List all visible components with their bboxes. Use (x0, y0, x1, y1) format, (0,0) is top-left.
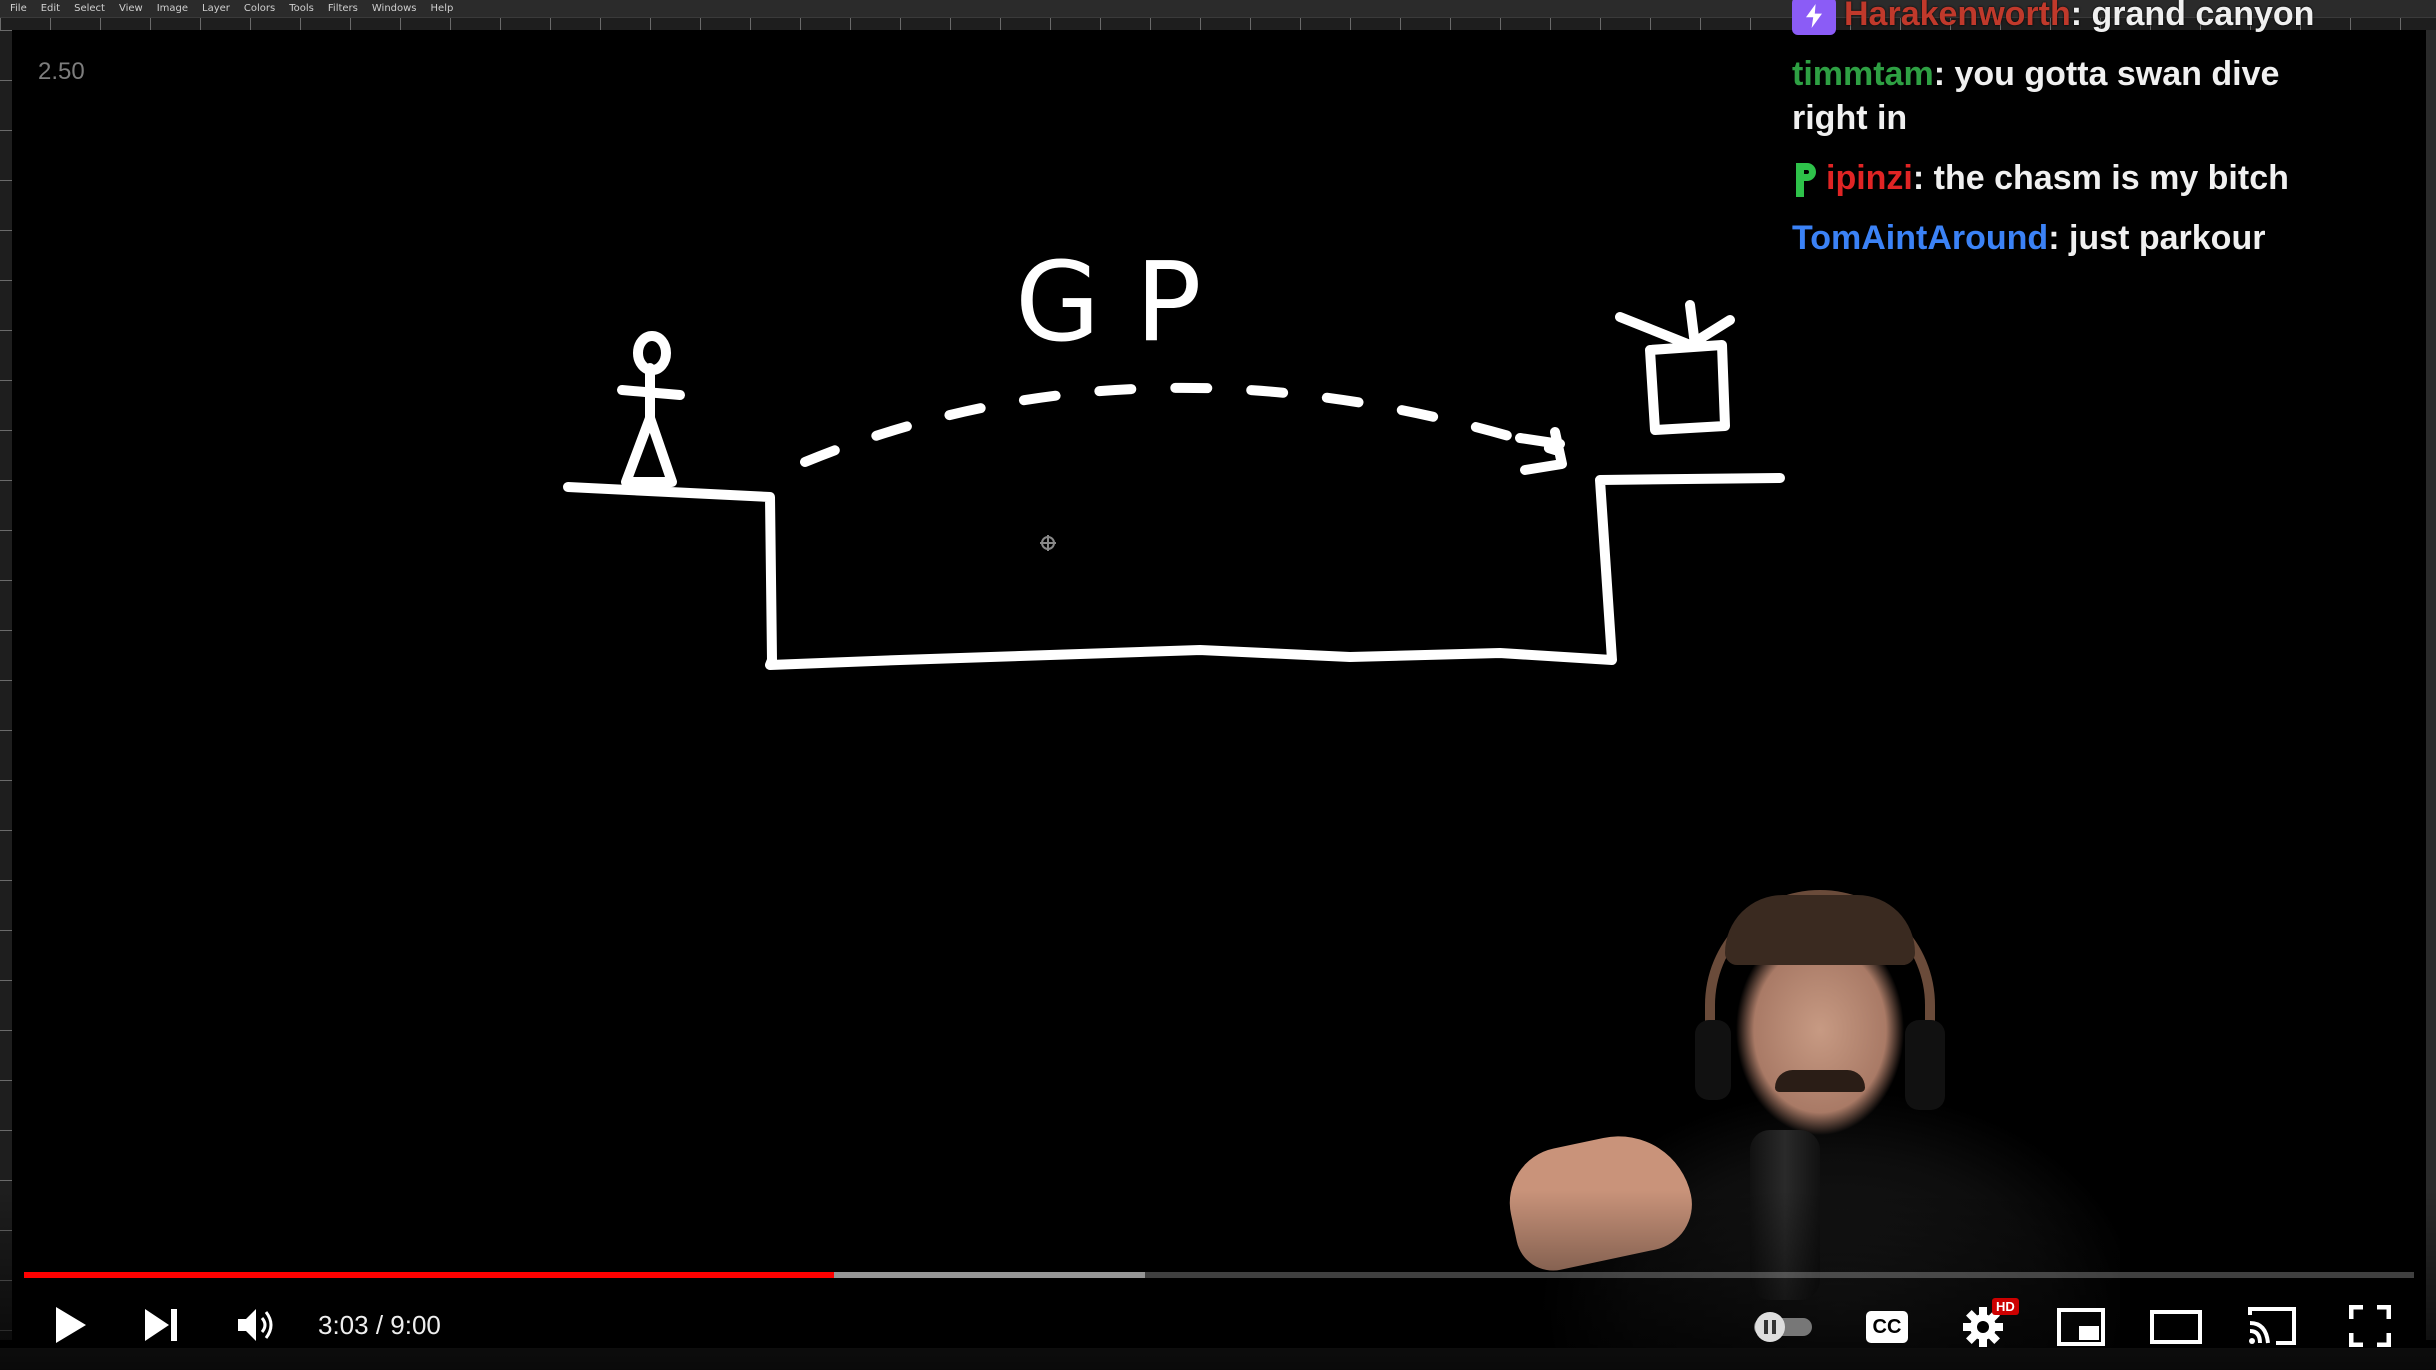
ruler-left (0, 30, 12, 1340)
app-menu-select[interactable]: Select (74, 3, 105, 14)
chasm-outline (563, 473, 1785, 670)
arc-arrowhead (1515, 427, 1567, 475)
cursor-icon (1040, 535, 1056, 551)
chat-username: timmtam (1792, 55, 1934, 93)
app-menu-help[interactable]: Help (430, 3, 454, 14)
canvas-zoom-label: 2.50 (38, 58, 85, 85)
play-button[interactable] (46, 1300, 94, 1350)
chat-username: Harakenworth (1844, 0, 2071, 33)
captions-label: CC (1872, 1315, 1902, 1338)
miniplayer-button[interactable] (2054, 1305, 2108, 1349)
chat-text: : grand canyon (2070, 0, 2315, 33)
chat-message: TomAintAround: just parkour (1792, 216, 2332, 260)
app-menu-image[interactable]: Image (156, 3, 189, 14)
jump-arc (800, 382, 1560, 467)
theater-mode-button[interactable] (2148, 1305, 2204, 1349)
app-menu-windows[interactable]: Windows (371, 3, 417, 14)
prime-icon (1792, 0, 1836, 36)
stream-chat-overlay: Harakenworth: grand canyon timmtam: you g… (1792, 0, 2332, 276)
fullscreen-button[interactable] (2344, 1303, 2396, 1349)
p-badge-icon (1792, 161, 1818, 199)
app-menu-edit[interactable]: Edit (40, 3, 61, 14)
chat-username: TomAintAround (1792, 219, 2049, 257)
hd-badge: HD (1992, 1298, 2019, 1315)
fullscreen-icon (2349, 1305, 2391, 1347)
app-menu-tools[interactable]: Tools (289, 3, 314, 14)
gear-icon (1963, 1307, 2003, 1347)
app-menu-filters[interactable]: Filters (327, 3, 358, 14)
progress-bar[interactable] (24, 1272, 2414, 1278)
chat-message: Harakenworth: grand canyon (1792, 0, 2332, 36)
mute-button[interactable] (230, 1300, 284, 1350)
next-button[interactable] (138, 1300, 186, 1350)
drawing-letters: G P (1015, 238, 1202, 366)
captions-icon (1866, 1311, 1908, 1343)
streamer-hair (1725, 895, 1915, 965)
cast-button[interactable] (2244, 1303, 2300, 1349)
theater-mode-icon (2150, 1310, 2202, 1344)
autoplay-toggle[interactable] (1750, 1310, 1816, 1344)
chat-text: : just parkour (2048, 219, 2266, 257)
app-menu-file[interactable]: File (10, 3, 27, 14)
app-menu-view[interactable]: View (118, 3, 143, 14)
chat-text: : you gotta swan dive right in (1792, 55, 2280, 137)
canvas-scrollbar (2426, 30, 2436, 1340)
autoplay-toggle-icon (1754, 1312, 1812, 1342)
gift-box (1615, 300, 1735, 435)
chat-username: ipinzi (1826, 159, 1913, 197)
cast-icon (2248, 1307, 2296, 1345)
stick-figure-body (617, 363, 685, 487)
volume-icon (238, 1309, 273, 1341)
headset-earcup-left (1695, 1020, 1731, 1100)
progress-played (24, 1272, 835, 1278)
miniplayer-icon (2057, 1308, 2105, 1346)
time-display: 3:03 / 9:00 (318, 1310, 441, 1340)
app-menu-layer[interactable]: Layer (202, 3, 230, 14)
app-menu-colors[interactable]: Colors (243, 3, 276, 14)
chat-message: ipinzi: the chasm is my bitch (1792, 156, 2332, 200)
settings-button[interactable] (1958, 1302, 2008, 1352)
streamer-mustache (1775, 1070, 1865, 1092)
chat-message: timmtam: you gotta swan dive right in (1792, 52, 2332, 140)
captions-button[interactable]: CC (1862, 1305, 1912, 1349)
chat-text: : the chasm is my bitch (1912, 159, 2289, 197)
controls-gradient (0, 1190, 2436, 1370)
skip-next-icon (145, 1309, 177, 1341)
headset-earcup-right (1905, 1020, 1945, 1110)
play-icon (56, 1307, 86, 1343)
